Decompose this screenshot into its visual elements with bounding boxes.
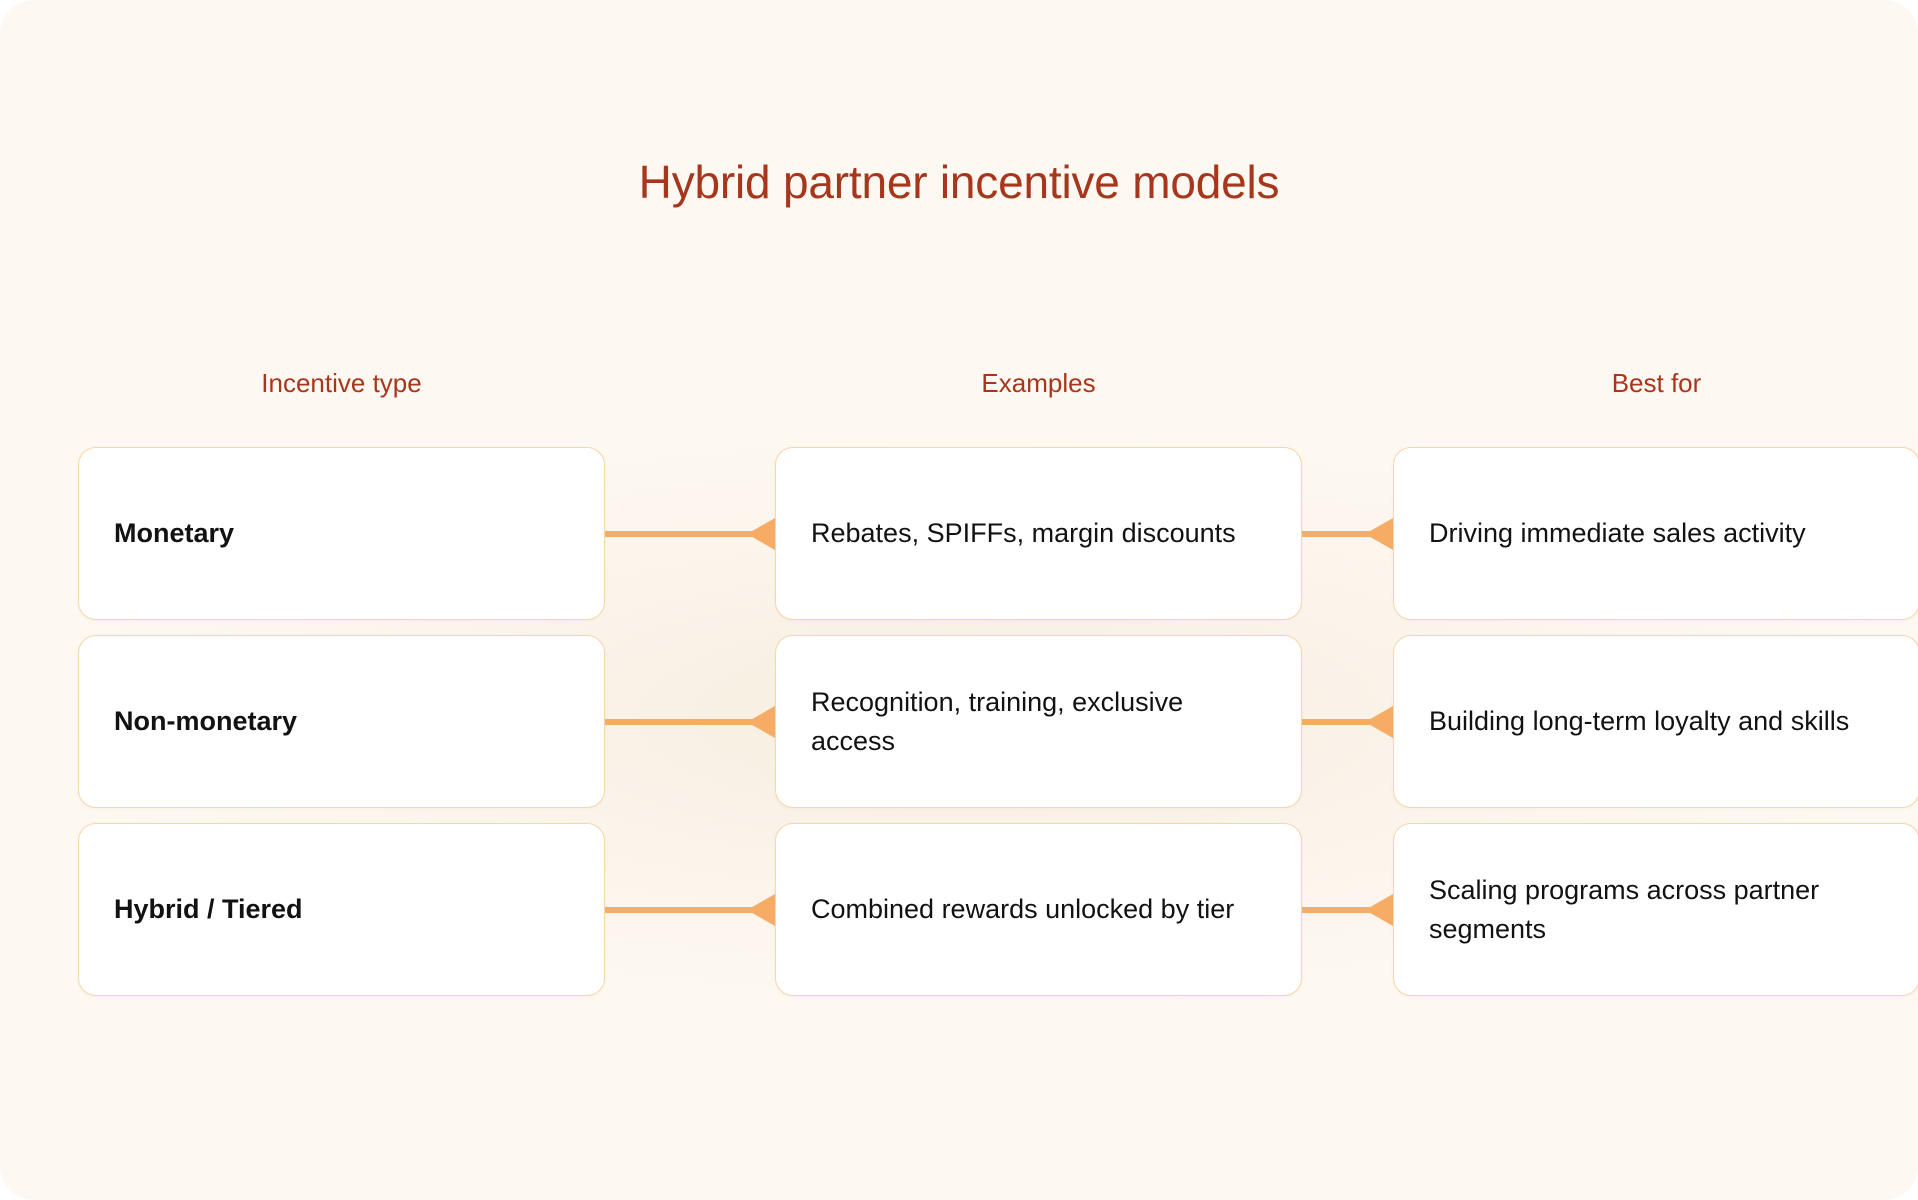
- incentive-type-label: Non-monetary: [114, 706, 298, 737]
- matrix-row: Hybrid / Tiered Combined rewards unlocke…: [78, 823, 1918, 996]
- best-for-card[interactable]: Scaling programs across partner segments: [1393, 823, 1918, 996]
- connector-line: [1302, 718, 1393, 725]
- arrowhead-icon: [747, 893, 775, 926]
- column-header-row: Incentive type Examples Best for: [78, 368, 1840, 408]
- matrix-row: Monetary Rebates, SPIFFs, margin discoun…: [78, 447, 1918, 620]
- connector-line: [605, 906, 775, 913]
- arrowhead-icon: [747, 705, 775, 738]
- page-title: Hybrid partner incentive models: [638, 156, 1280, 208]
- connector-line: [605, 718, 775, 725]
- column-header-best-for: Best for: [1611, 368, 1702, 398]
- incentive-type-label: Hybrid / Tiered: [114, 894, 303, 925]
- best-for-label: Building long-term loyalty and skills: [1429, 706, 1850, 737]
- examples-card[interactable]: Rebates, SPIFFs, margin discounts: [775, 447, 1302, 620]
- column-header-examples: Examples: [981, 368, 1096, 398]
- examples-card[interactable]: Combined rewards unlocked by tier: [775, 823, 1302, 996]
- best-for-card[interactable]: Building long-term loyalty and skills: [1393, 635, 1918, 808]
- arrowhead-icon: [1365, 517, 1393, 550]
- incentive-type-card[interactable]: Monetary: [78, 447, 605, 620]
- incentive-type-label: Monetary: [114, 518, 235, 549]
- arrowhead-icon: [747, 517, 775, 550]
- connector-line: [605, 530, 775, 537]
- incentive-type-card[interactable]: Non-monetary: [78, 635, 605, 808]
- examples-label: Rebates, SPIFFs, margin discounts: [811, 518, 1236, 549]
- matrix-grid: Monetary Rebates, SPIFFs, margin discoun…: [78, 447, 1918, 996]
- incentive-type-card[interactable]: Hybrid / Tiered: [78, 823, 605, 996]
- best-for-label: Scaling programs across partner segments: [1429, 875, 1820, 944]
- arrowhead-icon: [1365, 893, 1393, 926]
- connector-line: [1302, 906, 1393, 913]
- examples-card[interactable]: Recognition, training, exclusive access: [775, 635, 1302, 808]
- matrix-row: Non-monetary Recognition, training, excl…: [78, 635, 1918, 808]
- best-for-label: Driving immediate sales activity: [1429, 518, 1806, 549]
- examples-label: Combined rewards unlocked by tier: [811, 894, 1235, 925]
- column-header-incentive-type: Incentive type: [261, 368, 422, 398]
- examples-label: Recognition, training, exclusive access: [811, 687, 1184, 756]
- connector-line: [1302, 530, 1393, 537]
- best-for-card[interactable]: Driving immediate sales activity: [1393, 447, 1918, 620]
- arrowhead-icon: [1365, 705, 1393, 738]
